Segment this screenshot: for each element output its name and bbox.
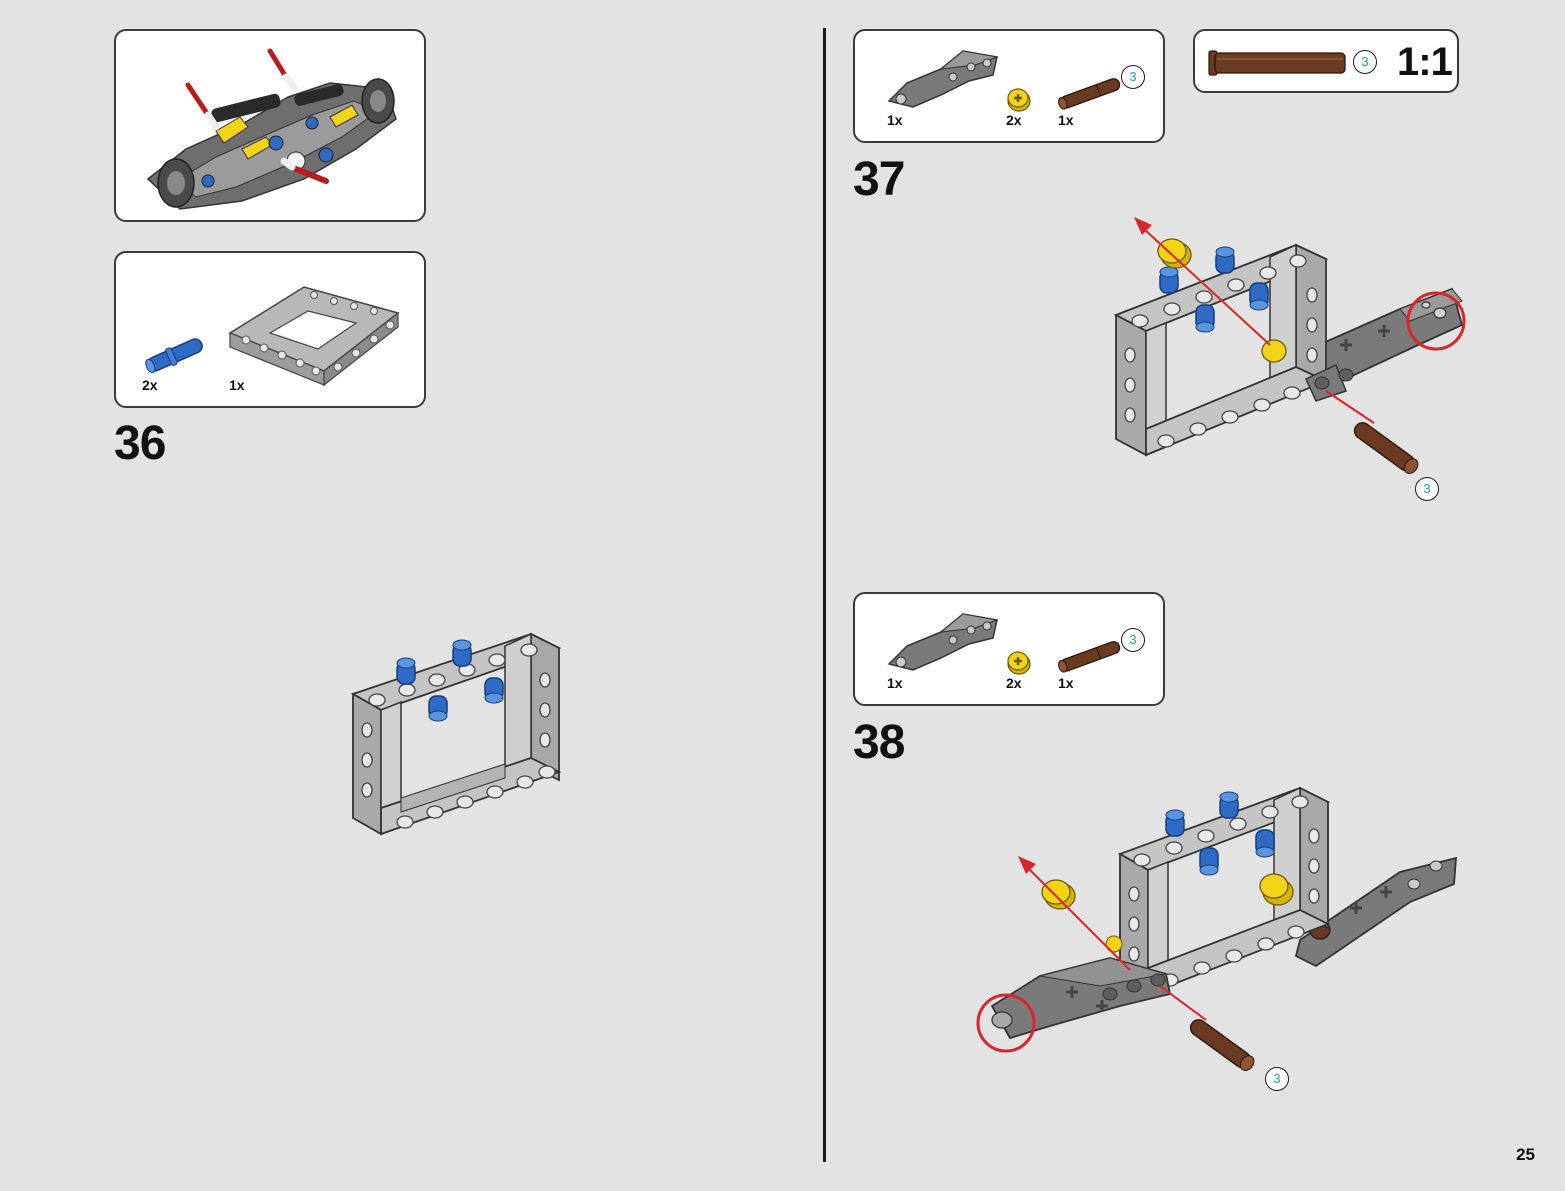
submodel-overview-box xyxy=(114,29,426,222)
step-38-part-1-qty: 1x xyxy=(887,675,903,691)
step-37-part-2-qty: 2x xyxy=(1006,112,1022,128)
step-37-part-1-qty: 1x xyxy=(887,112,903,128)
step-38-number: 38 xyxy=(853,716,905,769)
red-highlight-circle-icon xyxy=(976,993,1036,1053)
step-36-parts-box: 2x 1x xyxy=(114,251,426,408)
step-38-part-3-qty: 1x xyxy=(1058,675,1074,691)
step-36-part-2-qty: 1x xyxy=(229,377,245,393)
scale-label: 1:1 xyxy=(1397,40,1453,84)
step-38-callout-length-badge: 3 xyxy=(1265,1067,1289,1091)
grey-frame-icon xyxy=(228,286,400,387)
dark-grey-liftarm-icon xyxy=(887,50,999,108)
step-38-part-2-qty: 2x xyxy=(1006,675,1022,691)
red-arrow-icon xyxy=(1018,856,1207,1021)
step-37-parts-box: 1x 2x 3 1x xyxy=(853,29,1165,143)
yellow-bush-icon xyxy=(1041,873,1294,953)
step-36-number: 36 xyxy=(114,417,166,470)
scale-length-badge: 3 xyxy=(1353,50,1377,74)
brown-axle-pin-icon xyxy=(1208,50,1346,76)
submodel-assembly-icon xyxy=(146,48,397,210)
scale-reference-box: 3 1:1 xyxy=(1193,29,1459,93)
dark-grey-liftarm-icon xyxy=(887,613,999,671)
page-divider xyxy=(823,28,826,1162)
yellow-bush-icon xyxy=(1007,88,1031,112)
brown-axle-pin-icon xyxy=(1058,78,1121,110)
page-number: 25 xyxy=(1516,1145,1535,1164)
brown-axle-pin-icon xyxy=(1058,641,1121,673)
step-36-part-1-qty: 2x xyxy=(142,377,158,393)
yellow-bush-icon xyxy=(1157,238,1287,363)
blue-pin-icon xyxy=(145,338,203,374)
step-36-assembly xyxy=(350,632,562,836)
step-38-assembly xyxy=(976,786,1457,1072)
red-highlight-circle-icon xyxy=(1406,291,1466,351)
step-37-part-3-qty: 1x xyxy=(1058,112,1074,128)
yellow-bush-icon xyxy=(1007,651,1031,675)
step-37-assembly xyxy=(1113,217,1466,475)
red-arrow-icon xyxy=(1134,217,1375,424)
step-38-parts-box: 1x 2x 3 1x xyxy=(853,592,1165,706)
step-38-axle-length-badge: 3 xyxy=(1121,628,1145,652)
step-37-number: 37 xyxy=(853,153,905,206)
step-37-callout-length-badge: 3 xyxy=(1415,477,1439,501)
step-37-axle-length-badge: 3 xyxy=(1121,65,1145,89)
